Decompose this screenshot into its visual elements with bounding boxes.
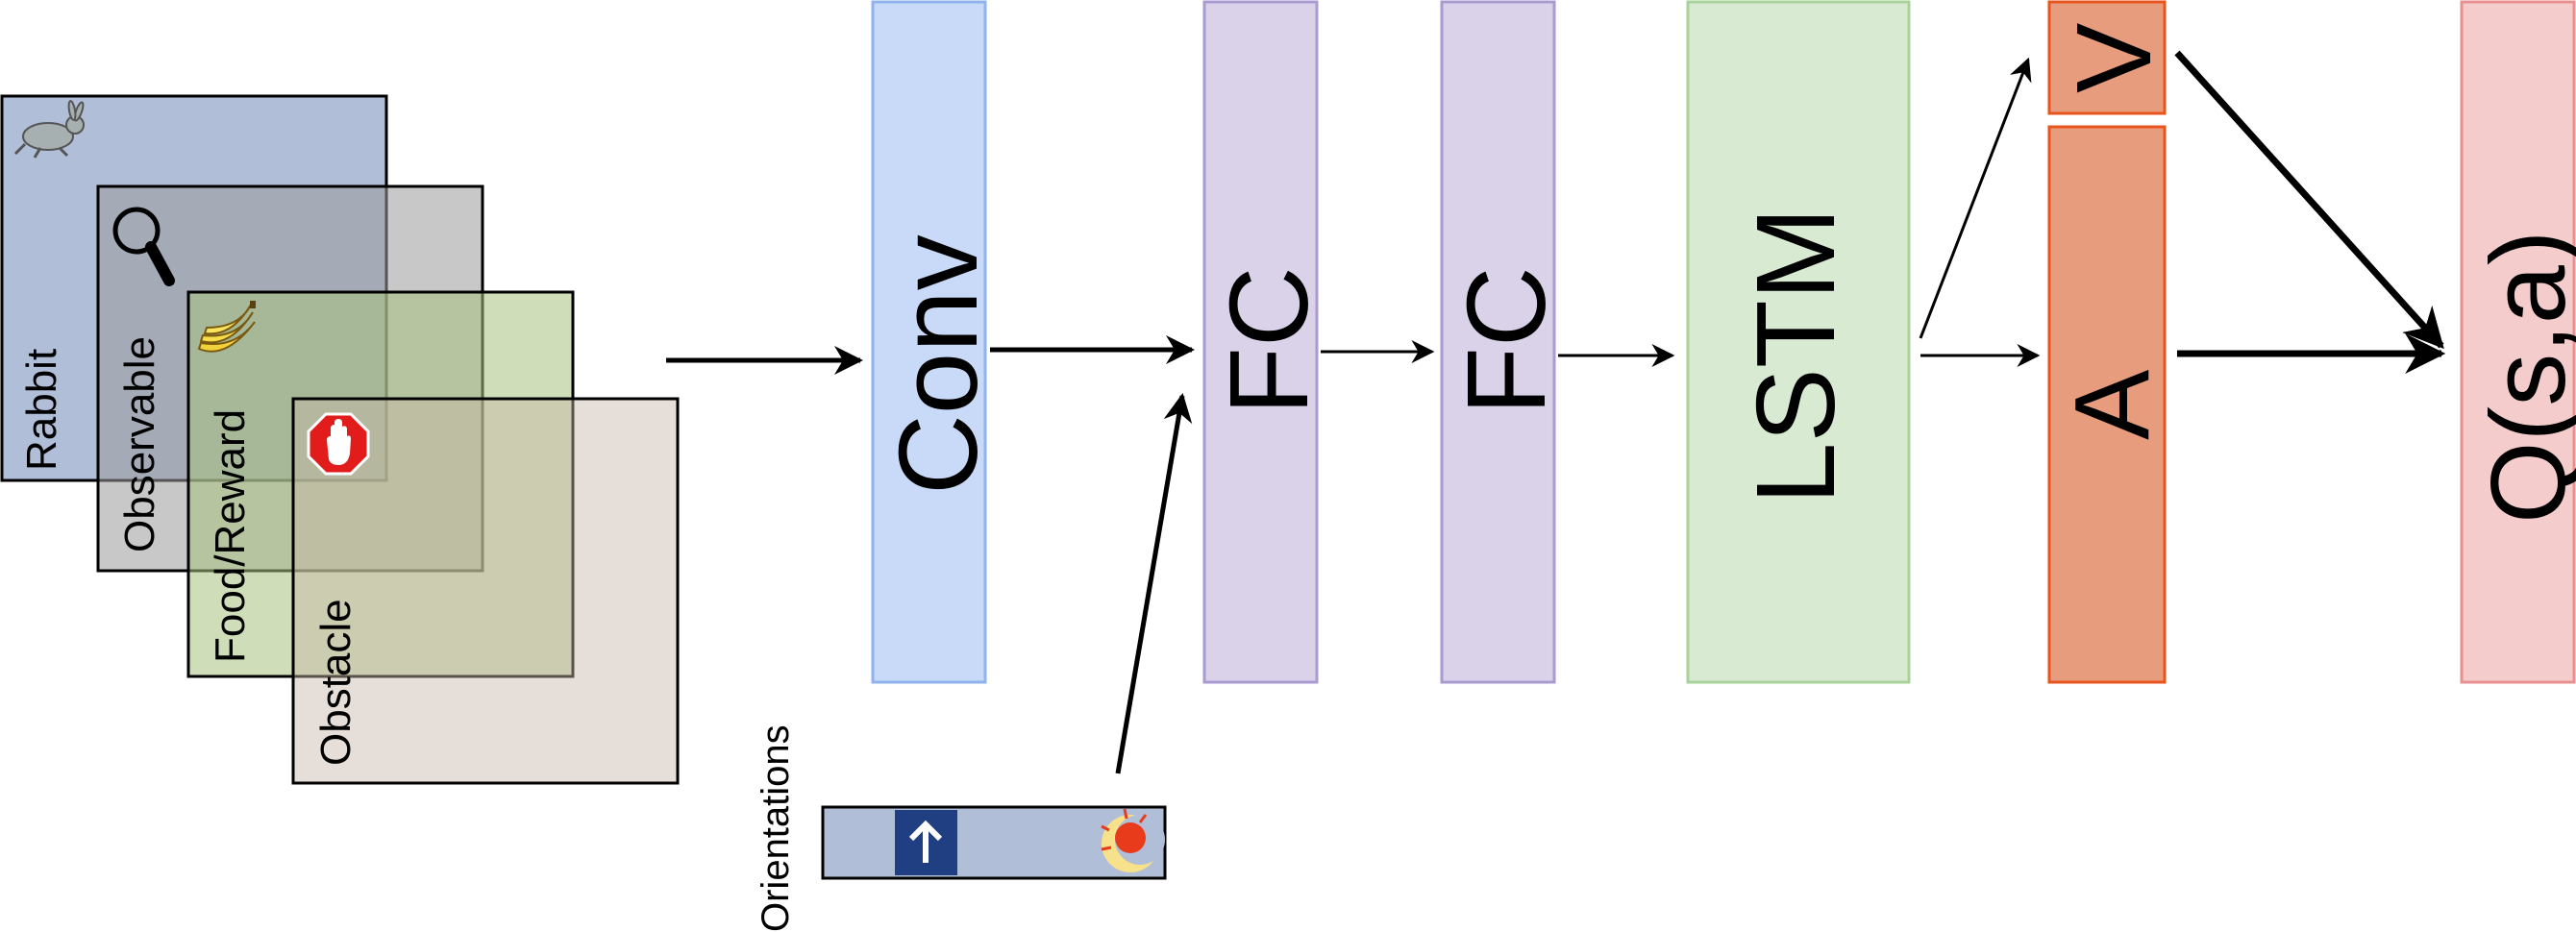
conv-block (871, 0, 987, 684)
fc2-block (1440, 0, 1556, 684)
q-block (2460, 0, 2576, 684)
magnifier-icon (112, 207, 175, 286)
arrow-v-to-q (2174, 50, 2444, 350)
obstacle-layer-label: Obstacle (312, 599, 359, 766)
a-label: A (2053, 369, 2171, 440)
rabbit-layer-label: Rabbit (18, 349, 65, 471)
v-label: V (2055, 23, 2173, 93)
conv-label: Conv (876, 234, 1001, 495)
observable-layer-label: Observable (116, 336, 163, 552)
lstm-label: LSTM (1733, 208, 1858, 504)
arrow-orientations-to-fc (1115, 393, 1193, 774)
sun-moon-icon (1101, 808, 1165, 872)
fc1-block (1202, 0, 1319, 684)
v-block (2047, 0, 2167, 115)
food-reward-layer-label: Food/Reward (207, 409, 254, 663)
arrow-up-icon (895, 810, 957, 875)
arrow-lstm-to-v (1919, 57, 2032, 339)
orientations-label: Orientations (755, 724, 797, 932)
fc2-label: FC (1444, 266, 1569, 415)
stop-hand-icon (307, 412, 370, 476)
lstm-block (1686, 0, 1911, 684)
food-reward-layer (186, 290, 575, 678)
q-label: Q(s,a) (2469, 230, 2576, 524)
banana-icon (197, 301, 256, 353)
a-block (2047, 125, 2167, 684)
fc1-label: FC (1206, 266, 1331, 415)
rabbit-icon (13, 100, 85, 159)
